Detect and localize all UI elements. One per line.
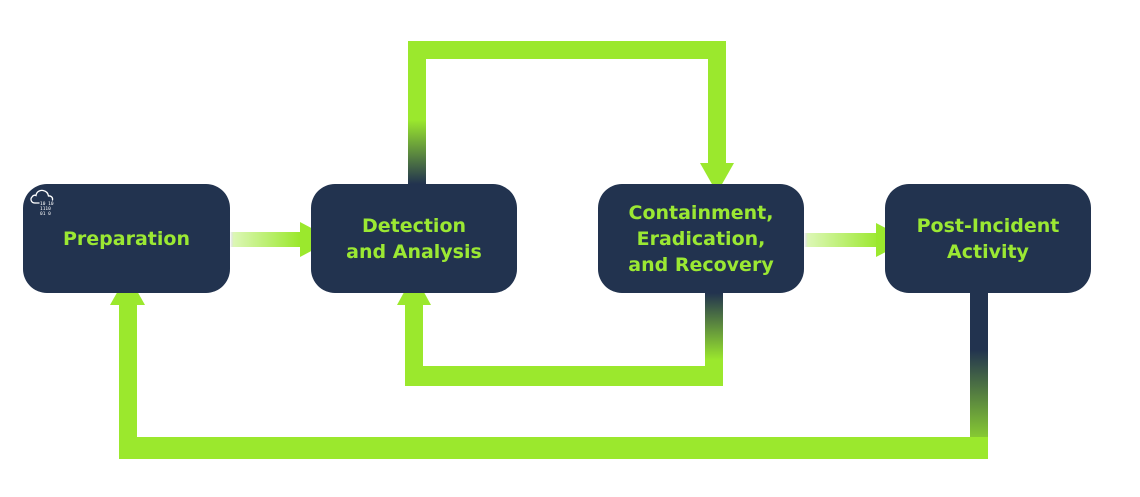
node-post-incident-activity: Post-Incident Activity [885, 184, 1091, 293]
node-preparation-label: Preparation [63, 227, 190, 250]
logo-bits-3: 01 0 [40, 211, 51, 217]
cloud-binary-icon: 10 10 1110 01 0 [30, 189, 54, 217]
logo-bits-2: 1110 [40, 206, 51, 212]
node-containment-label: Containment, Eradication, and Recovery [628, 201, 774, 276]
node-preparation: Preparation [23, 184, 230, 293]
arrow-detection-to-containment [408, 41, 734, 193]
logo-bits-1: 10 10 [40, 201, 54, 207]
node-post-incident-label: Post-Incident Activity [916, 214, 1060, 263]
node-detection-label: Detection and Analysis [346, 214, 482, 263]
node-detection-and-analysis: Detection and Analysis [311, 184, 517, 293]
node-containment-eradication-recovery: Containment, Eradication, and Recovery [598, 184, 804, 293]
arrow-post-incident-to-preparation [110, 274, 988, 459]
